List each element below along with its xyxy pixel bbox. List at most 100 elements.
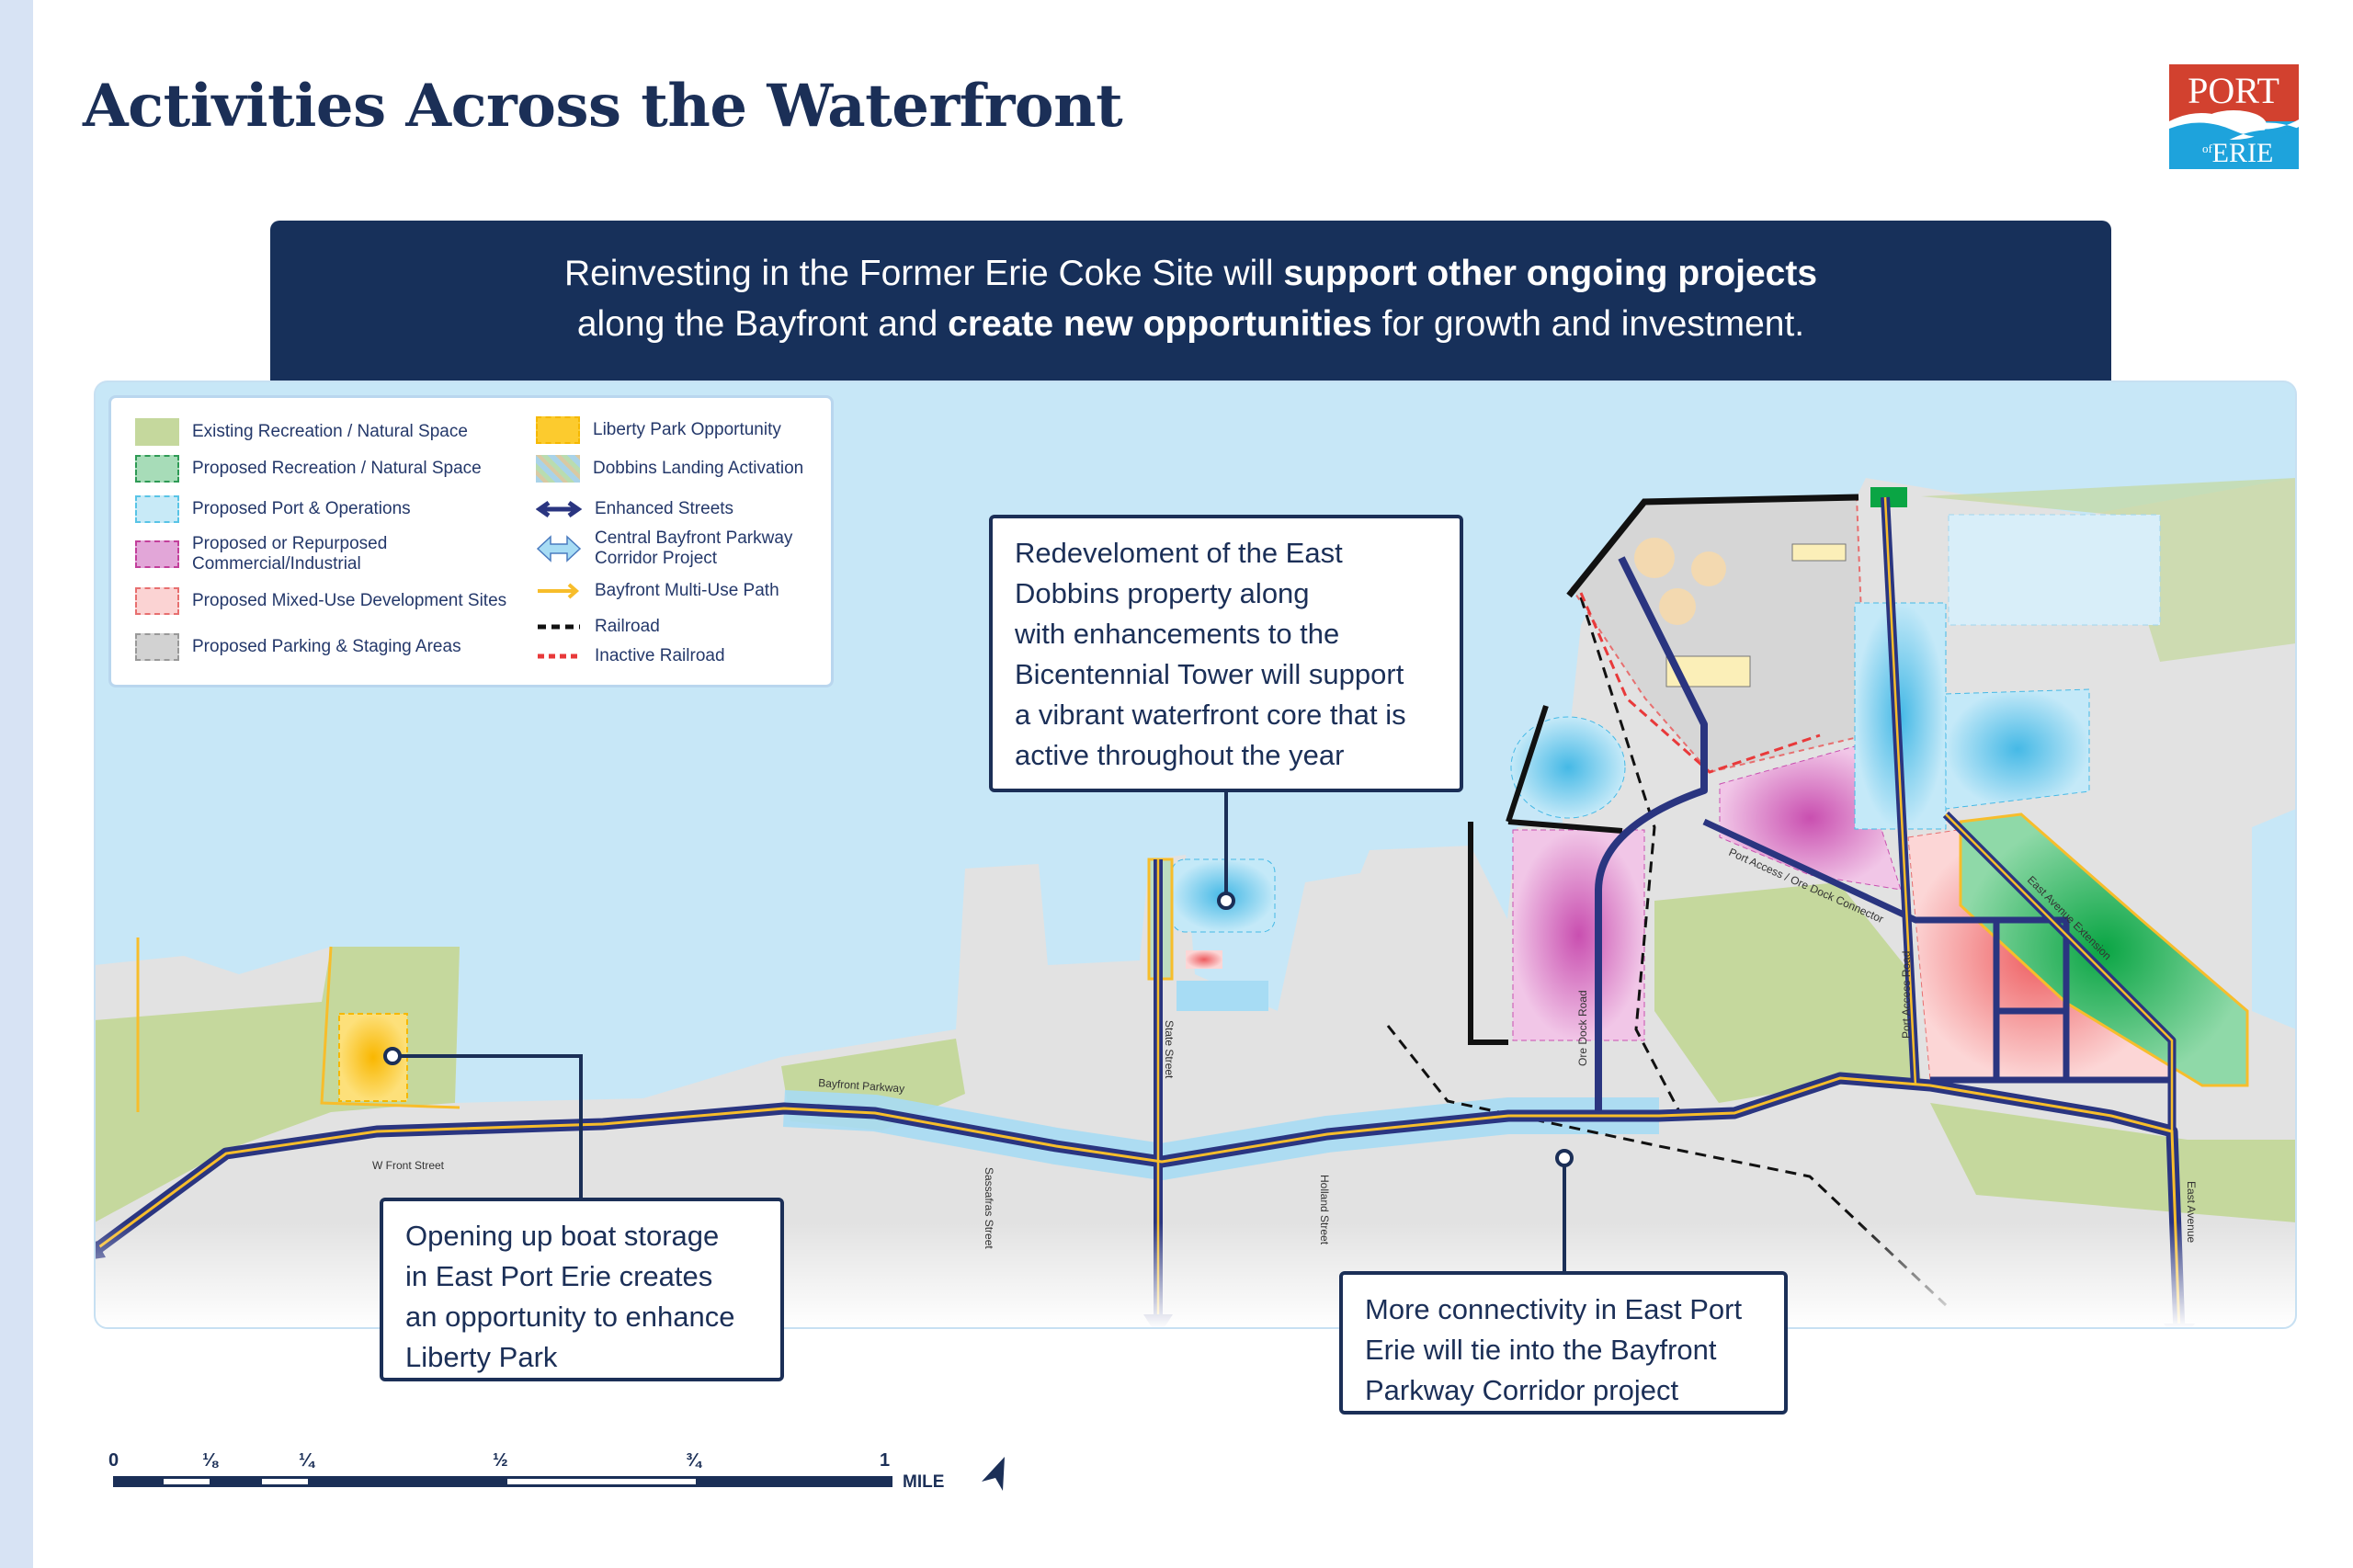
street-label: Ore Dock Road: [1576, 990, 1589, 1066]
callout-connectivity: More connectivity in East Port Erie will…: [1339, 1271, 1788, 1415]
legend-item: Proposed Port & Operations: [135, 495, 411, 523]
callout-dobbins: Redeveloment of the East Dobbins propert…: [989, 515, 1463, 792]
legend-label: Enhanced Streets: [595, 499, 734, 518]
legend-label: Proposed Parking & Staging Areas: [192, 637, 461, 656]
scale-label: ¼: [299, 1450, 314, 1471]
legend-label: Existing Recreation / Natural Space: [192, 422, 468, 441]
legend-item: Proposed or Repurposed Commercial/Indust…: [135, 534, 411, 574]
street-label: W Front Street: [372, 1159, 445, 1172]
double-arrow-icon: [536, 500, 582, 518]
callout-line: a vibrant waterfront core that is: [1015, 699, 1406, 731]
boundary-line: [1468, 705, 1623, 1045]
swatch-dobbins-landing: [536, 455, 580, 483]
callout-line: Parkway Corridor project: [1365, 1374, 1679, 1406]
swatch-liberty-park: [536, 416, 580, 444]
scale-label: 1: [880, 1450, 891, 1471]
corridor-arrow-icon: [536, 535, 582, 562]
legend-label: Bayfront Multi-Use Path: [595, 581, 779, 600]
legend-label: Proposed Port & Operations: [192, 499, 411, 518]
street-label: Sassafras Street: [983, 1167, 995, 1249]
swatch-existing-recreation: [135, 418, 179, 446]
callout-line: Opening up boat storage: [405, 1220, 720, 1252]
callout-line: active throughout the year: [1015, 739, 1345, 771]
callout-liberty-park: Opening up boat storage in East Port Eri…: [380, 1198, 784, 1381]
callout-line: Bicentennial Tower will support: [1015, 658, 1404, 690]
green-space: [1930, 1103, 2296, 1222]
building: [1791, 543, 1847, 562]
callout-line: Redeveloment of the East: [1015, 537, 1343, 569]
storage-tank: [1691, 551, 1726, 586]
green-space: [1921, 478, 2296, 662]
legend-label: Proposed or Repurposed Commercial/Indust…: [192, 534, 388, 574]
storage-tank: [1634, 538, 1675, 578]
inactive-railroad-line-icon: [538, 653, 580, 659]
callout-line: Dobbins property along: [1015, 577, 1310, 609]
port-operations-zone: [1510, 716, 1626, 819]
legend-label: Railroad: [595, 617, 660, 636]
legend-label: Central Bayfront Parkway Corridor Projec…: [595, 528, 793, 568]
boundary-line: [1566, 494, 1859, 598]
green-space: [1654, 882, 1921, 1103]
street-label: Bayfront Parkway: [818, 1076, 905, 1096]
path-arrow-icon: [538, 583, 580, 599]
banner-text: for growth and investment.: [1371, 304, 1805, 344]
callout-line: More connectivity in East Port: [1365, 1293, 1743, 1325]
legend-item: Dobbins Landing Activation: [536, 455, 803, 483]
legend-item: Proposed Recreation / Natural Space: [135, 455, 482, 483]
legend-item: Existing Recreation / Natural Space: [135, 418, 468, 446]
scale-label: ¾: [686, 1450, 701, 1471]
swatch-commercial-industrial: [135, 540, 179, 568]
banner-text: Reinvesting in the Former Erie Coke Site…: [563, 254, 1284, 293]
dobbins-mixed-use: [1186, 950, 1222, 969]
svg-text:of: of: [2202, 142, 2213, 155]
legend-item: Liberty Park Opportunity: [536, 416, 781, 444]
legend-item: Railroad: [536, 613, 660, 641]
inner-harbor: [1948, 514, 2161, 626]
port-operations-zone: [1945, 688, 2090, 810]
scale-label: ⅛: [202, 1450, 218, 1471]
legend-label: Proposed Mixed-Use Development Sites: [192, 591, 507, 610]
legend-item: Proposed Parking & Staging Areas: [135, 633, 461, 661]
callout-line: in East Port Erie creates: [405, 1260, 713, 1292]
swatch-mixed-use: [135, 587, 179, 615]
swatch-parking-staging: [135, 633, 179, 661]
street-label: Holland Street: [1318, 1175, 1331, 1245]
map-legend: Existing Recreation / Natural Space Prop…: [108, 395, 834, 687]
railroad: [1386, 1025, 1948, 1307]
legend-label: Dobbins Landing Activation: [593, 459, 804, 478]
dobbins-port-zone: [1176, 981, 1268, 1011]
scale-unit: MILE: [903, 1472, 945, 1492]
page-title: Activities Across the Waterfront: [83, 72, 1123, 141]
scale-bar-graphic: [113, 1457, 1005, 1491]
legend-item: Inactive Railroad: [536, 642, 725, 670]
legend-item: Central Bayfront Parkway Corridor Projec…: [536, 528, 830, 569]
north-arrow-icon: [982, 1457, 1005, 1491]
banner-emphasis: create new opportunities: [948, 304, 1372, 344]
callout-line: Erie will tie into the Bayfront: [1365, 1334, 1717, 1366]
street-label: State Street: [1163, 1020, 1176, 1079]
callout-line: with enhancements to the: [1015, 618, 1340, 650]
legend-label: Inactive Railroad: [595, 646, 725, 665]
swatch-port-operations: [135, 495, 179, 523]
banner-text: along the Bayfront and: [576, 304, 949, 344]
legend-label: Proposed Recreation / Natural Space: [192, 459, 482, 478]
street-label: East Avenue: [2185, 1181, 2198, 1243]
svg-text:PORT: PORT: [2188, 70, 2279, 111]
callout-leaders: [383, 792, 1574, 1271]
headline-banner: Reinvesting in the Former Erie Coke Site…: [270, 221, 2111, 381]
legend-label: Liberty Park Opportunity: [593, 420, 781, 439]
left-accent-strip: [0, 0, 33, 1568]
liberty-park-path: [136, 937, 460, 1112]
scale-label: 0: [108, 1450, 119, 1471]
inactive-railroad: [1579, 592, 1821, 774]
railroad: [1579, 597, 1684, 1118]
storage-tank: [1659, 588, 1696, 625]
legend-item: Enhanced Streets: [536, 495, 733, 523]
legend-item: Bayfront Multi-Use Path: [536, 577, 779, 605]
legend-item: Proposed Mixed-Use Development Sites: [135, 587, 506, 615]
svg-text:ERIE: ERIE: [2212, 138, 2274, 168]
callout-line: Liberty Park: [405, 1341, 558, 1373]
railroad-line-icon: [538, 624, 580, 630]
banner-emphasis: support other ongoing projects: [1283, 254, 1818, 293]
scale-label: ½: [493, 1450, 508, 1471]
